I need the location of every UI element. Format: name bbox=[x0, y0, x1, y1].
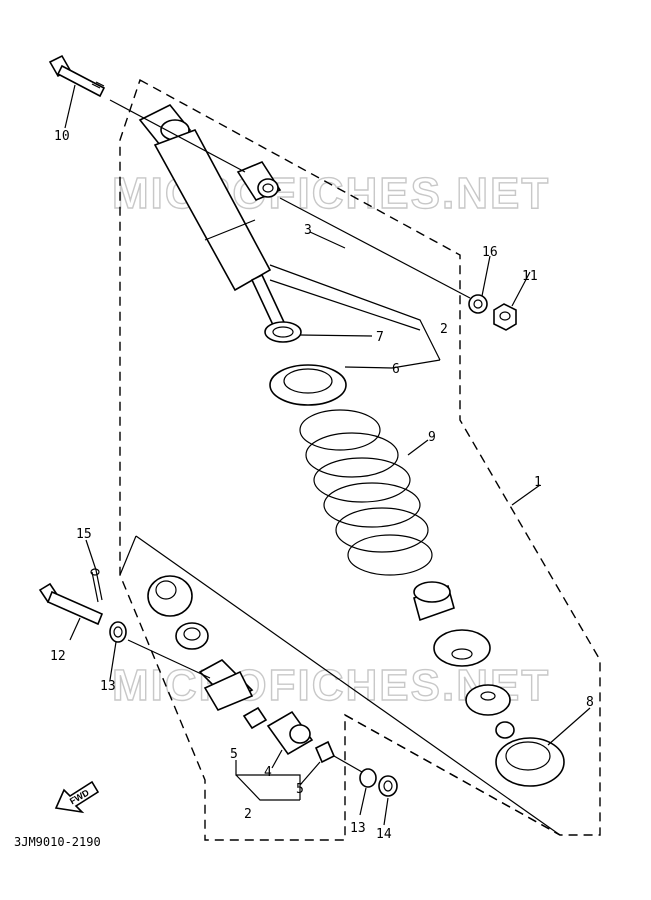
callout-1: 1 bbox=[534, 475, 542, 490]
coil-spring[interactable] bbox=[299, 409, 433, 576]
callout-7: 7 bbox=[376, 330, 384, 345]
nut-11[interactable] bbox=[493, 303, 517, 331]
callout-10: 10 bbox=[54, 129, 70, 144]
washer-14[interactable] bbox=[378, 775, 398, 797]
washer-13-right[interactable] bbox=[359, 768, 377, 788]
callout-2-upper: 2 bbox=[440, 322, 448, 337]
spring-retainer[interactable] bbox=[433, 629, 491, 667]
lower-collar-left[interactable] bbox=[147, 575, 193, 617]
lock-nut[interactable] bbox=[495, 721, 515, 739]
callout-4: 4 bbox=[264, 765, 272, 780]
washer-left[interactable] bbox=[175, 622, 209, 650]
lower-mount-bolt[interactable] bbox=[38, 582, 104, 626]
threaded-rod-end[interactable] bbox=[198, 659, 254, 712]
callout-11: 11 bbox=[522, 269, 538, 284]
diagram-code: 3JM9010-2190 bbox=[14, 835, 101, 849]
collar-bushing[interactable] bbox=[236, 161, 282, 201]
collar-5-left[interactable] bbox=[242, 706, 268, 730]
upper-mount-bolt[interactable] bbox=[48, 54, 106, 98]
adjuster-ring[interactable] bbox=[465, 684, 511, 716]
lower-sub-outline bbox=[344, 714, 561, 836]
callout-5-left: 5 bbox=[230, 747, 238, 762]
bump-stopper[interactable] bbox=[413, 581, 455, 622]
callout-15: 15 bbox=[76, 527, 92, 542]
callout-14: 14 bbox=[376, 827, 392, 842]
collar-5-right[interactable] bbox=[314, 740, 336, 764]
callout-6: 6 bbox=[392, 362, 400, 377]
shock-absorber-body[interactable] bbox=[138, 103, 302, 343]
spring-seat-lower[interactable] bbox=[495, 737, 565, 787]
callout-13-right: 13 bbox=[350, 821, 366, 836]
callout-13-left: 13 bbox=[100, 679, 116, 694]
bushing-4[interactable] bbox=[266, 710, 314, 756]
callout-16: 16 bbox=[482, 245, 498, 260]
cotter-pin[interactable] bbox=[90, 568, 103, 603]
callout-5-right: 5 bbox=[296, 782, 304, 797]
callout-9: 9 bbox=[428, 430, 436, 445]
callout-12: 12 bbox=[50, 649, 66, 664]
callout-8: 8 bbox=[586, 695, 594, 710]
spring-seat-upper[interactable] bbox=[269, 364, 347, 406]
callout-3: 3 bbox=[304, 223, 312, 238]
washer-16[interactable] bbox=[468, 294, 488, 314]
callout-2-lower: 2 bbox=[244, 807, 252, 822]
forward-direction-arrow: FWD bbox=[54, 780, 100, 814]
washer-13-left[interactable] bbox=[109, 621, 127, 643]
